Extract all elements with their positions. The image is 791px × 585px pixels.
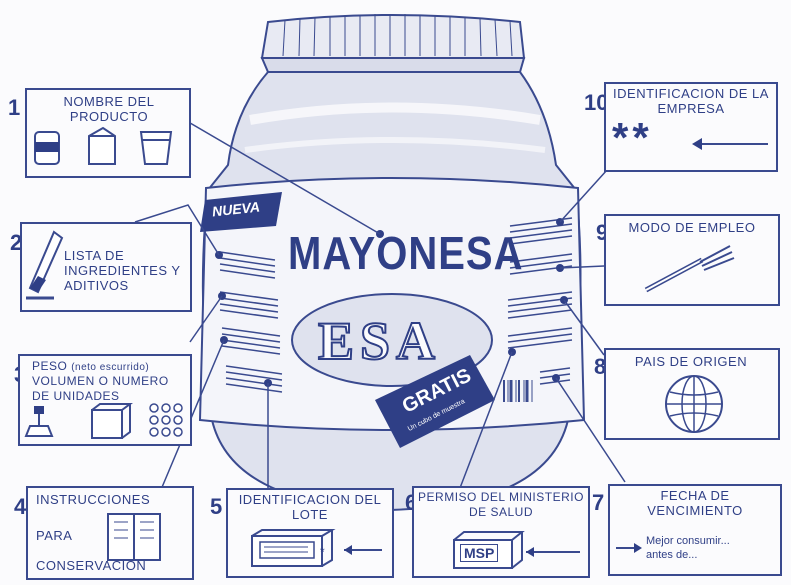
label-box-storage: INSTRUCCIONES PARA CONSERVACION <box>26 486 194 580</box>
label-text: PERMISO DEL MINISTERIO DE SALUD <box>418 490 584 519</box>
label-text-volume: VOLUMEN O NUMERO DE UNIDADES <box>32 374 169 403</box>
arrow-icon <box>692 138 768 150</box>
label-box-usage: MODO DE EMPLEO <box>604 214 780 306</box>
label-text-c: CONSERVACION <box>36 558 147 573</box>
label-box-lot: IDENTIFICACION DEL LOTE * <box>226 488 394 578</box>
label-text: IDENTIFICACION DEL LOTE <box>238 492 382 522</box>
label-box-weight: PESO (neto escurrido) VOLUMEN O NUMERO D… <box>18 354 192 446</box>
label-text-a: INSTRUCCIONES <box>36 492 151 507</box>
product-brand: MAYONESA <box>288 228 524 280</box>
label-box-product-name: NOMBRE DEL PRODUCTO <box>25 88 191 178</box>
label-number-4: 4 <box>14 494 27 519</box>
expiry-note: Mejor consumir... antes de... <box>646 535 730 561</box>
lot-box-icon: * <box>251 529 382 567</box>
label-number-5: 5 <box>210 494 223 519</box>
globe-icon <box>665 375 723 433</box>
label-box-ingredients: LISTA DE INGREDIENTES Y ADITIVOS <box>20 222 192 312</box>
esa-logo: ESA <box>317 310 442 372</box>
label-text-b: PARA <box>36 528 73 543</box>
label-number-2: 2 <box>10 230 23 255</box>
fork-icon <box>644 245 735 293</box>
label-number-1: 1 <box>8 95 21 120</box>
label-text: PAIS DE ORIGEN <box>634 354 748 369</box>
msp-box-icon <box>453 531 580 569</box>
label-text: MODO DE EMPLEO <box>628 220 756 235</box>
label-number-8: 8 <box>594 354 607 379</box>
label-box-expiry: FECHA DE VENCIMIENTO Mejor consumir... a… <box>608 484 782 576</box>
label-text: IDENTIFICACION DE LA EMPRESA <box>613 86 769 116</box>
svg-text:*: * <box>320 545 325 559</box>
label-text: LISTA DE INGREDIENTES Y ADITIVOS <box>64 248 181 293</box>
label-box-permit: PERMISO DEL MINISTERIO DE SALUD MSP <box>412 486 590 578</box>
label-text: FECHA DE VENCIMIENTO <box>647 488 743 518</box>
label-box-company: IDENTIFICACION DE LA EMPRESA ** <box>604 82 778 172</box>
refrigerator-icon <box>107 513 161 561</box>
test-tube-icon <box>26 230 64 300</box>
label-box-origin: PAIS DE ORIGEN <box>604 348 780 440</box>
label-text-weight: PESO (neto escurrido) <box>32 359 190 375</box>
arrow-icon <box>616 543 642 553</box>
label-number-7: 7 <box>592 490 605 515</box>
weight-note: (neto escurrido) <box>71 362 150 373</box>
scale-cube-units-icon <box>24 403 183 439</box>
weight-label: PESO <box>32 359 68 373</box>
product-containers-icon <box>34 126 173 165</box>
company-marks: ** <box>612 114 653 161</box>
label-text: NOMBRE DEL PRODUCTO <box>63 94 155 124</box>
msp-stamp: MSP <box>460 544 499 562</box>
